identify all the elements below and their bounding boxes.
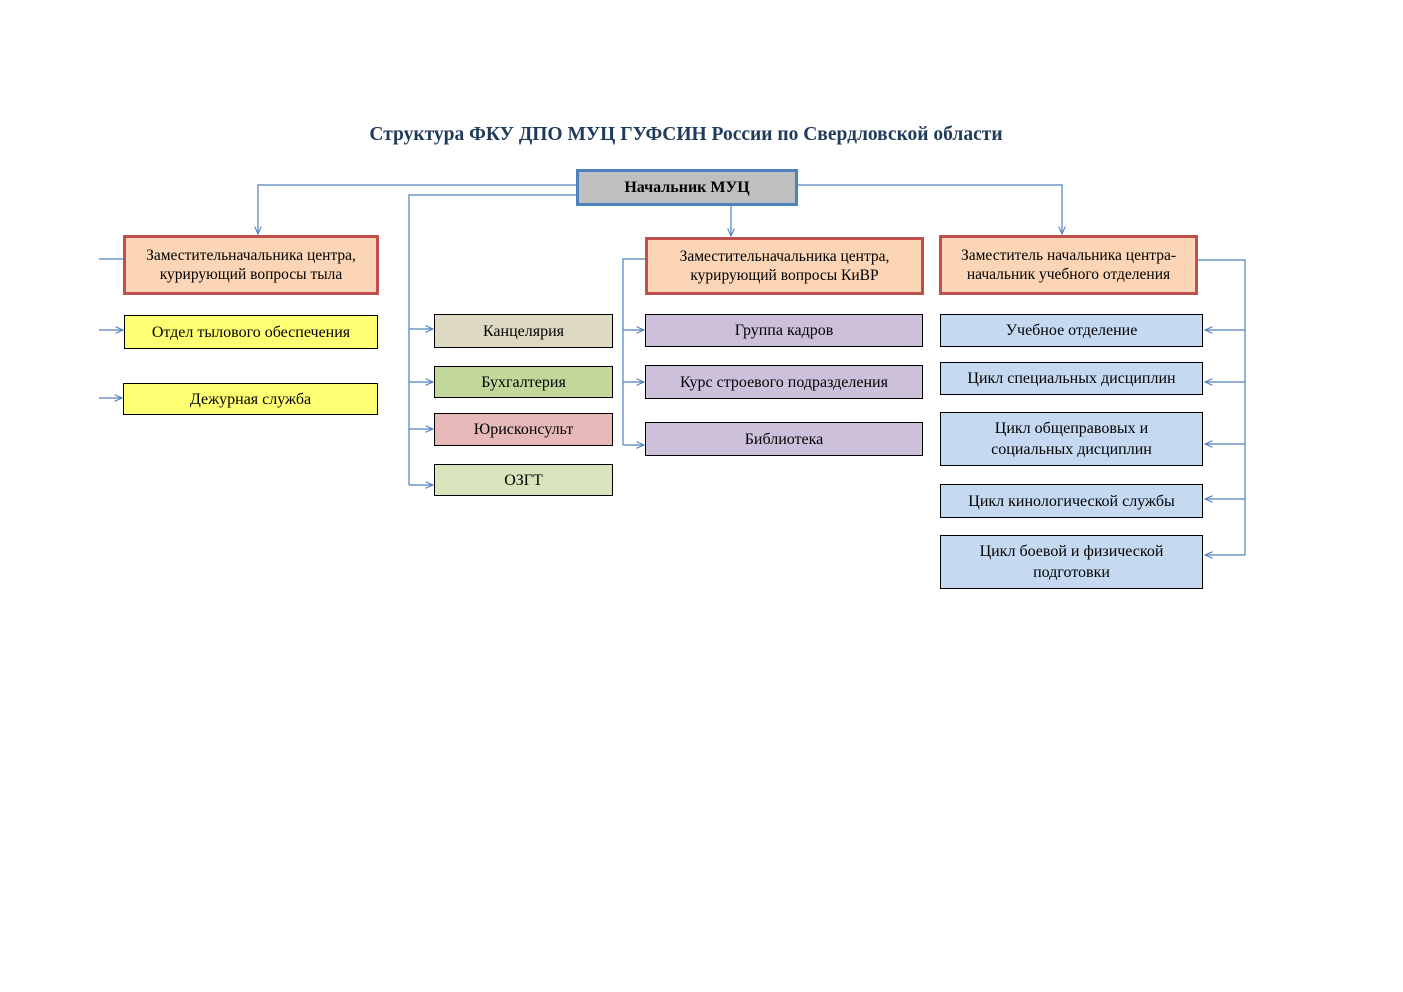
deputy-logistics-line2: курирующий вопросы тыла [159, 266, 343, 283]
deputy-logistics-box: Заместительначальника центра, курирующий… [123, 235, 379, 295]
special-disciplines-cycle-label: Цикл специальных дисциплин [967, 370, 1176, 387]
accounting-box: Бухгалтерия [434, 366, 613, 398]
duty-service-box: Дежурная служба [123, 383, 378, 415]
deputy-personnel-line2: курирующий вопросы КиВР [690, 267, 879, 284]
office-label: Канцелярия [482, 322, 565, 340]
combat-physical-cycle-line2: подготовки [1033, 564, 1110, 581]
library-label: Библиотека [744, 430, 824, 448]
deputy-study-box: Заместитель начальника центра- начальник… [939, 235, 1198, 295]
deputy-study-line2: начальник учебного отделения [966, 266, 1171, 283]
diagram-title: Структура ФКУ ДПО МУЦ ГУФСИН России по С… [369, 124, 1003, 145]
law-disciplines-cycle-line1: Цикл общеправовых и [994, 420, 1149, 437]
special-disciplines-cycle-box: Цикл специальных дисциплин [940, 362, 1203, 395]
deputy-study-line1: Заместитель начальника центра- [960, 247, 1177, 264]
study-department-label: Учебное отделение [1005, 322, 1138, 339]
logistics-department-label: Отдел тылового обеспечения [151, 323, 351, 341]
ozgt-box: ОЗГТ [434, 464, 613, 496]
legal-counsel-label: Юрисконсульт [473, 421, 574, 438]
connector-personnel-bracket [622, 258, 645, 445]
drill-course-box: Курс строевого подразделения [645, 365, 923, 399]
connector-head-to-study-deputy [797, 184, 1062, 234]
personnel-group-label: Группа кадров [734, 322, 834, 339]
deputy-personnel-line1: Заместительначальника центра, [679, 248, 890, 265]
law-disciplines-cycle-box: Цикл общеправовых и социальных дисциплин [940, 412, 1203, 466]
deputy-personnel-box: Заместительначальника центра, курирующий… [645, 237, 924, 295]
connector-study-bracket [1197, 259, 1246, 555]
connector-head-units-bracket [408, 194, 577, 485]
ozgt-label: ОЗГТ [504, 471, 543, 489]
drill-course-label: Курс строевого подразделения [680, 373, 888, 391]
deputy-logistics-line1: Заместительначальника центра, [146, 247, 356, 264]
office-box: Канцелярия [434, 314, 613, 348]
canine-service-cycle-box: Цикл кинологической службы [940, 484, 1203, 518]
logistics-department-box: Отдел тылового обеспечения [124, 315, 378, 349]
combat-physical-cycle-box: Цикл боевой и физической подготовки [940, 535, 1203, 589]
head-label: Начальник МУЦ [624, 179, 750, 196]
legal-counsel-box: Юрисконсульт [434, 413, 613, 446]
connector-head-to-logistics-deputy [258, 184, 577, 234]
combat-physical-cycle-line1: Цикл боевой и физической [979, 543, 1164, 560]
law-disciplines-cycle-line2: социальных дисциплин [991, 441, 1152, 458]
library-box: Библиотека [645, 422, 923, 456]
accounting-label: Бухгалтерия [481, 373, 566, 391]
personnel-group-box: Группа кадров [645, 314, 923, 347]
head-box: Начальник МУЦ [576, 169, 798, 206]
study-department-box: Учебное отделение [940, 314, 1203, 347]
duty-service-label: Дежурная служба [189, 390, 312, 408]
canine-service-cycle-label: Цикл кинологической службы [968, 492, 1175, 510]
